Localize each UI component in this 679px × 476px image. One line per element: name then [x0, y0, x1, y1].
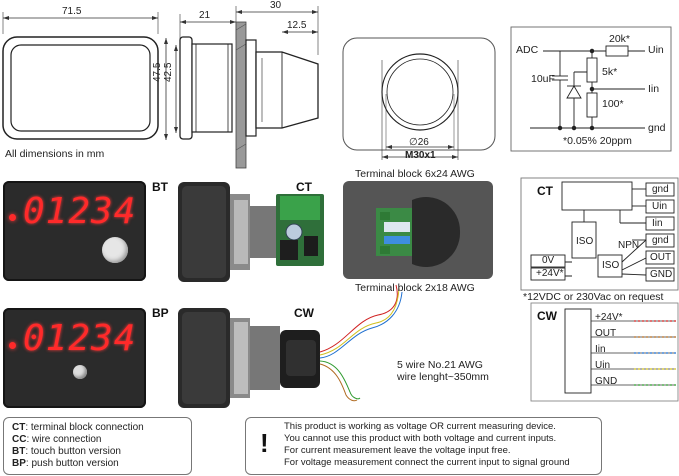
legend-item: BT: touch button version — [12, 446, 121, 457]
supply-24v-label: +24V* — [536, 268, 564, 279]
legend-text: : touch button version — [25, 446, 121, 457]
bp-display-panel: 01234 — [3, 308, 146, 408]
cw-product-image — [178, 284, 403, 408]
warning-icon: ! — [260, 428, 269, 458]
thread-dimension: M30x1 — [405, 150, 436, 161]
ct-pin-out: OUT — [650, 252, 672, 263]
bt-version-label: BT — [152, 180, 168, 194]
dimensions-note: All dimensions in mm — [5, 148, 105, 160]
bp-version-label: BP — [152, 306, 169, 320]
flange-depth-dimension: 12.5 — [287, 20, 307, 31]
legend-text: : wire connection — [26, 434, 102, 445]
ct-wiring-schematic — [520, 177, 679, 291]
legend-item: CC: wire connection — [12, 434, 102, 445]
warning-line-4: For voltage measurement connect the curr… — [284, 457, 570, 468]
ct-terminal-caption: Terminal block 6x24 AWG — [355, 168, 475, 180]
iso-label-1: ISO — [576, 236, 594, 247]
bt-display-digits: 01234 — [23, 191, 137, 232]
ct-pin-uin: Uin — [652, 201, 668, 212]
iso-label-2: ISO — [602, 260, 620, 271]
ct-product-image — [178, 182, 324, 282]
push-button-icon — [73, 365, 87, 379]
body-height-dimension: 42.5 — [163, 62, 174, 82]
warning-box: ! This product is working as voltage OR … — [245, 417, 602, 475]
status-led — [9, 214, 16, 221]
side-depth-dimension: 21 — [199, 10, 211, 21]
resistor-r2-label: 5k* — [602, 66, 618, 78]
front-width-dimension: 71.5 — [62, 6, 82, 17]
resistor-r3-label: 100* — [602, 98, 624, 110]
legend-item: CT: terminal block connection — [12, 422, 144, 433]
supply-0v-label: 0V — [542, 255, 555, 266]
input-circuit-schematic — [510, 26, 672, 152]
iin-label: Iin — [648, 83, 660, 95]
legend-code: BT — [12, 446, 26, 457]
cw-wire-label: Uin — [595, 360, 611, 371]
legend-item: BP: push button version — [12, 458, 119, 469]
hole-diameter-dimension: ∅26 — [409, 137, 429, 148]
ct-pin-iin: Iin — [652, 218, 663, 229]
capacitor-label: 10uF — [531, 73, 555, 85]
legend-code: CT — [12, 422, 26, 433]
legend-text: : terminal block connection — [25, 422, 144, 433]
wire-spec-line2: wire lenght~350mm — [397, 371, 489, 383]
bp-display-digits: 01234 — [23, 318, 137, 359]
legend-text: : push button version — [25, 458, 119, 469]
front-height-dimension: 47.5 — [152, 62, 163, 82]
status-led — [9, 342, 16, 349]
wire-spec-line1: 5 wire No.21 AWG — [397, 359, 483, 371]
ct-pin-gnd: gnd — [652, 184, 669, 195]
cw-wire-label: GND — [595, 376, 618, 387]
gnd-label: gnd — [648, 122, 666, 134]
ct-pin-gnd2: gnd — [652, 235, 669, 246]
ct-pin-gnd3: GND — [650, 269, 673, 280]
cw-wire-label: +24V* — [595, 312, 623, 323]
total-depth-dimension: 30 — [270, 0, 282, 11]
resistor-r1-label: 20k* — [609, 33, 631, 45]
cc-terminal-caption: Terminal block 2x18 AWG — [355, 282, 475, 294]
warning-text: This product is working as voltage OR cu… — [284, 421, 570, 469]
legend-code: BP — [12, 458, 26, 469]
npn-label: NPN — [618, 240, 640, 251]
cw-wire-label: Iin — [595, 344, 606, 355]
warning-line-1: This product is working as voltage OR cu… — [284, 421, 556, 432]
side-view-drawing — [164, 6, 319, 169]
cw-wire-label: OUT — [595, 328, 617, 339]
tolerance-note: *0.05% 20ppm — [563, 135, 632, 147]
ct-version-label: CT — [296, 180, 312, 194]
legend-code: CC — [12, 434, 27, 445]
uin-label: Uin — [648, 44, 664, 56]
cw-wiring-title: CW — [537, 309, 557, 323]
cw-version-label: CW — [294, 306, 314, 320]
warning-line-2: You cannot use this product with both vo… — [284, 433, 557, 444]
touch-button-icon — [102, 237, 128, 263]
bt-display-panel: 01234 — [3, 181, 146, 281]
warning-line-3: For current measurement leave the voltag… — [284, 445, 511, 456]
adc-label: ADC — [516, 44, 539, 56]
front-view-drawing — [2, 12, 159, 140]
cw-wire-lines — [591, 320, 676, 386]
terminal-block-photo — [343, 181, 493, 279]
panel-hole-drawing — [342, 37, 496, 160]
supply-note: *12VDC or 230Vac on request — [523, 291, 664, 303]
ct-wiring-title: CT — [537, 184, 553, 198]
